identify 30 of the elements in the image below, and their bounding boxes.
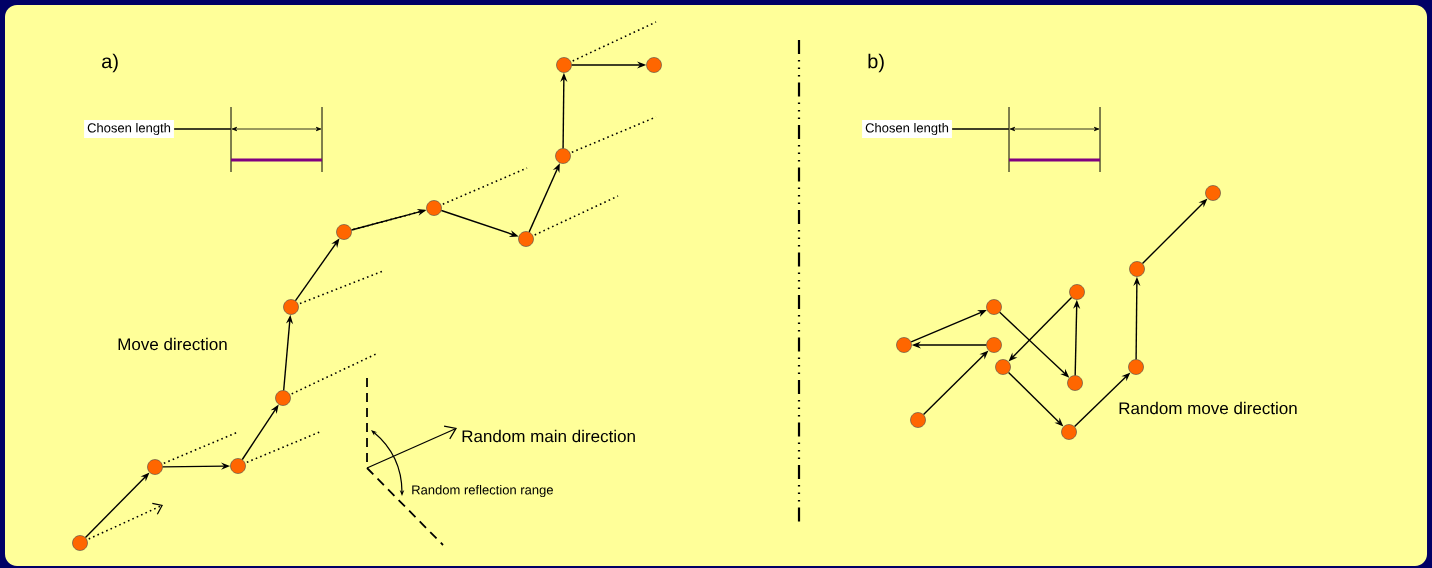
point-marker — [986, 337, 1002, 353]
label-text: b) — [868, 53, 884, 73]
point-marker — [426, 200, 442, 216]
point-marker — [275, 390, 291, 406]
point-marker — [147, 459, 163, 475]
dimension-drawing — [1008, 106, 1101, 173]
point-marker — [230, 458, 246, 474]
point-marker — [646, 57, 662, 73]
label-text: Random reflection range — [412, 484, 553, 498]
point-marker — [896, 337, 912, 353]
point-marker — [1128, 359, 1144, 375]
label-text: Random main direction — [462, 429, 635, 443]
point-marker — [1069, 284, 1085, 300]
label-text: Random move direction — [1119, 401, 1297, 415]
point-marker — [1067, 375, 1083, 391]
point-marker — [518, 231, 534, 247]
point-marker — [995, 359, 1011, 375]
point-marker — [1205, 185, 1221, 201]
label-text: a) — [102, 53, 118, 73]
point-marker — [72, 535, 88, 551]
point-marker — [1129, 261, 1145, 277]
point-marker — [336, 224, 352, 240]
point-marker — [986, 299, 1002, 315]
point-marker — [556, 57, 572, 73]
point-marker — [555, 148, 571, 164]
point-marker — [283, 299, 299, 315]
point-marker — [1061, 424, 1077, 440]
dimension-drawing — [230, 106, 323, 173]
point-marker — [910, 412, 926, 428]
label-text: Move direction — [118, 337, 227, 351]
